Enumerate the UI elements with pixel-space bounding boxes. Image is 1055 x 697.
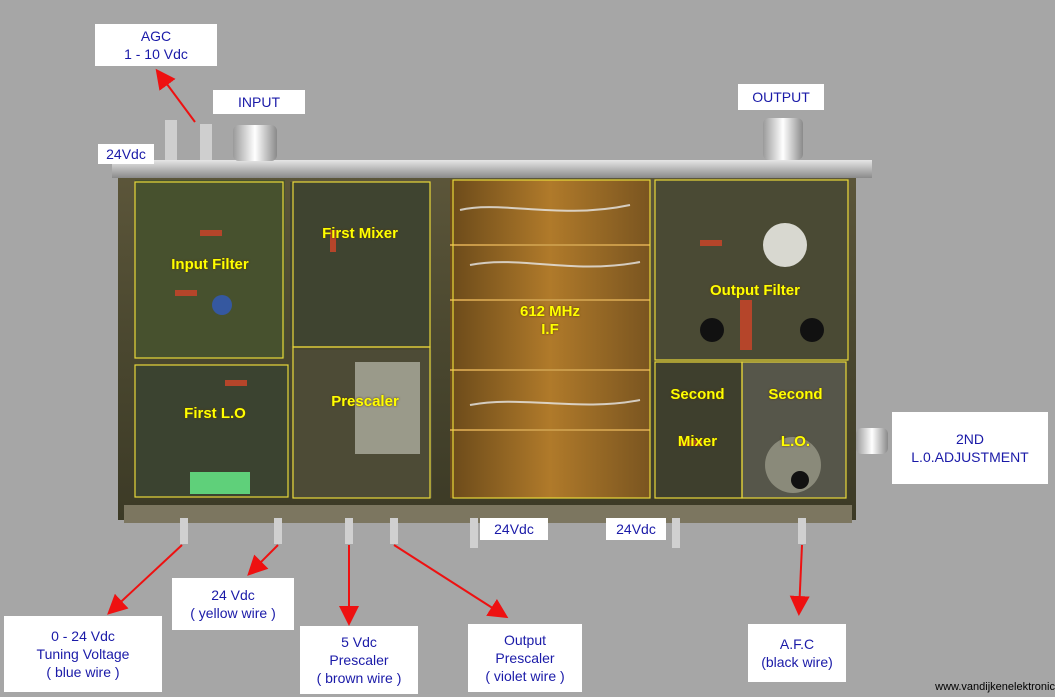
section-first-lo: First L.O (184, 405, 246, 422)
section-input-filter: Input Filter (171, 256, 249, 273)
output-prescaler-label: Output Prescaler ( violet wire ) (468, 624, 582, 692)
section-first-mixer: First Mixer (322, 225, 398, 242)
rf-connector-icon (165, 118, 803, 161)
v24-bottom-label-1: 24Vdc (480, 518, 548, 540)
input-label: INPUT (213, 90, 305, 114)
prescaler-5v-label: 5 Vdc Prescaler ( brown wire ) (300, 626, 418, 694)
website-credit: www.vandijkenelektronic (935, 681, 1055, 693)
v24-top-label: 24Vdc (98, 144, 154, 164)
section-prescaler: Prescaler (331, 393, 399, 410)
tuner-chassis (112, 160, 872, 523)
v24-bottom-label-2: 24Vdc (606, 518, 666, 540)
tuning-voltage-label: 0 - 24 Vdc Tuning Voltage ( blue wire ) (4, 616, 162, 692)
section-outlines (134, 179, 849, 499)
lo-adjustment-label: 2ND L.0.ADJUSTMENT (892, 412, 1048, 484)
afc-label: A.F.C (black wire) (748, 624, 846, 682)
pin-icon (180, 518, 806, 548)
trimmer-knob-icon (856, 428, 888, 454)
section-output-filter: Output Filter (710, 282, 800, 299)
arrow-icon (107, 68, 810, 626)
section-second-lo-top: Second (768, 386, 823, 403)
section-second-lo-bottom: L.O. (780, 433, 811, 450)
yellow-wire-label: 24 Vdc ( yellow wire ) (172, 578, 294, 630)
output-label: OUTPUT (738, 84, 824, 110)
section-second-mixer-top: Second (670, 386, 725, 403)
section-if-612mhz: 612 MHz I.F (519, 303, 581, 338)
agc-label: AGC 1 - 10 Vdc (95, 24, 217, 66)
section-second-mixer-bottom: Mixer (677, 433, 718, 450)
